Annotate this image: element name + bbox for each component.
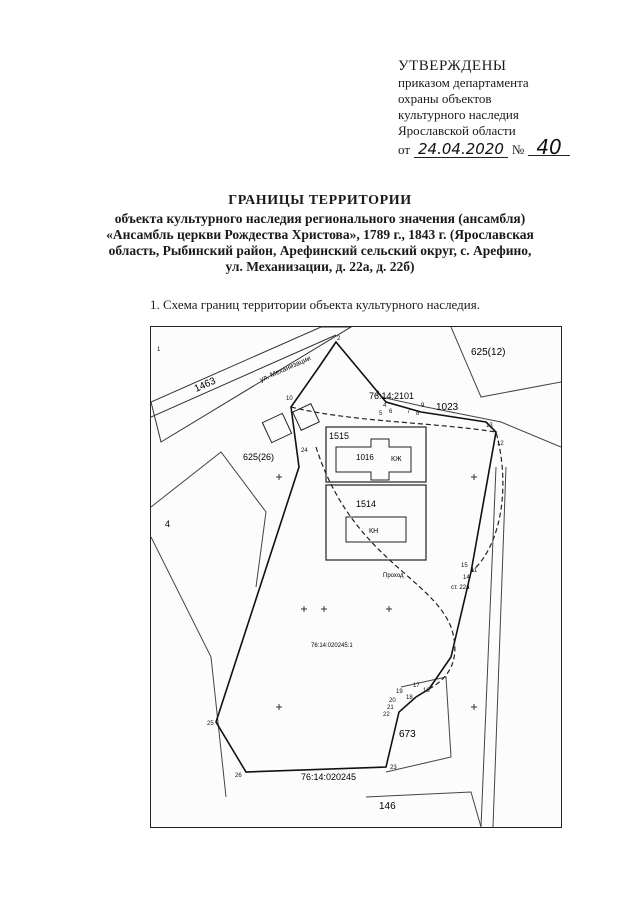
parcel-label: 1514 bbox=[356, 499, 376, 509]
point-label: 13 bbox=[486, 423, 493, 429]
church-parcel-1514 bbox=[325, 484, 427, 561]
road-line bbox=[480, 466, 497, 827]
parcel-label: 1016 bbox=[356, 453, 374, 462]
point-label: 25 bbox=[207, 721, 214, 727]
point-label: 7 bbox=[407, 409, 411, 415]
point-label: 3 bbox=[376, 391, 380, 397]
parcel-label: 1515 bbox=[329, 431, 349, 441]
point-label: 23 bbox=[390, 765, 397, 771]
point-label: 24 bbox=[301, 448, 308, 454]
street-edge bbox=[151, 334, 337, 418]
approval-date-row: от 24.04.2020 № 40 bbox=[398, 137, 598, 158]
approval-line: приказом департамента bbox=[398, 75, 529, 90]
point-label: 15 bbox=[461, 563, 468, 569]
building-label: КЖ bbox=[391, 456, 402, 463]
boundary-points: 1 2 3 4 5 6 7 8 9 10 11 12 13 14 15 16 1… bbox=[157, 336, 504, 779]
road-line bbox=[492, 466, 507, 827]
grid-cross-markers bbox=[276, 474, 477, 710]
parcel-outline bbox=[385, 676, 452, 773]
point-label: 12 bbox=[497, 441, 504, 447]
chapel-building bbox=[345, 516, 407, 543]
church-parcel-1515 bbox=[325, 426, 427, 483]
point-label: 18 bbox=[406, 695, 413, 701]
misc-label: ст. 22а bbox=[451, 585, 470, 591]
point-label: 16 bbox=[423, 688, 430, 694]
handwritten-date: 24.04.2020 bbox=[414, 141, 508, 158]
approval-line: культурного наследия bbox=[398, 107, 519, 122]
heading-line: «Ансамбль церкви Рождества Христова», 17… bbox=[106, 227, 534, 242]
parcel-outline bbox=[380, 396, 561, 448]
point-label: 9 bbox=[421, 403, 425, 409]
approval-title: УТВЕРЖДЕНЫ bbox=[398, 58, 507, 74]
misc-label: Проход bbox=[383, 573, 404, 579]
handwritten-number: 40 bbox=[528, 137, 570, 157]
heading-line: ул. Механизации, д. 22а, д. 22б) bbox=[225, 259, 415, 274]
point-label: 4 bbox=[383, 403, 387, 409]
point-label: 11 bbox=[471, 568, 478, 574]
point-label: 2 bbox=[337, 336, 341, 342]
point-label: 10 bbox=[286, 396, 293, 402]
parcel-label: 1463 bbox=[193, 375, 218, 394]
parcel-label: 1023 bbox=[436, 402, 459, 413]
parcel-label: 625(12) bbox=[471, 347, 505, 358]
parcel-label: 673 bbox=[399, 729, 416, 740]
church-building bbox=[335, 438, 412, 481]
heading-line: объекта культурного наследия регионально… bbox=[114, 211, 526, 226]
street-band bbox=[151, 327, 352, 443]
point-label: 5 bbox=[379, 411, 383, 417]
date-prefix: от bbox=[398, 142, 411, 157]
territory-boundary bbox=[215, 340, 497, 773]
territory-map: 625(12) 76:14:2101 1023 1515 1016 625(26… bbox=[150, 326, 562, 828]
map-drawing: 625(12) 76:14:2101 1023 1515 1016 625(26… bbox=[151, 327, 561, 827]
point-label: 6 bbox=[389, 409, 393, 415]
approval-line: охраны объектов bbox=[398, 91, 492, 106]
parcel-label: 76:14:020245 bbox=[301, 772, 356, 782]
point-label: 17 bbox=[413, 683, 420, 689]
approval-line: Ярославской области bbox=[398, 123, 516, 138]
point-label: 20 bbox=[389, 698, 396, 704]
point-label: 26 bbox=[235, 773, 242, 779]
parcel-outline bbox=[365, 791, 482, 827]
parcel-outline bbox=[151, 536, 227, 798]
point-label: 19 bbox=[396, 689, 403, 695]
section-caption: 1. Схема границ территории объекта культ… bbox=[150, 297, 480, 312]
approval-block: УТВЕРЖДЕНЫ приказом департамента охраны … bbox=[398, 58, 598, 158]
parcel-label: 146 bbox=[379, 801, 396, 812]
small-building bbox=[261, 412, 293, 444]
document-heading: ГРАНИЦЫ ТЕРРИТОРИИ объекта культурного н… bbox=[80, 193, 560, 275]
point-label: 1 bbox=[157, 347, 161, 353]
object-boundary-dashed bbox=[290, 406, 504, 690]
parcel-outline bbox=[151, 451, 267, 588]
parcel-outline bbox=[450, 327, 561, 398]
parcel-label: 76:14:020245:1 bbox=[311, 643, 353, 649]
point-label: 21 bbox=[387, 705, 394, 711]
small-building bbox=[292, 403, 320, 431]
point-label: 22 bbox=[383, 712, 390, 718]
parcel-label: 625(26) bbox=[243, 452, 274, 462]
street-label: ул. Механизации bbox=[259, 355, 312, 384]
heading-title: ГРАНИЦЫ ТЕРРИТОРИИ bbox=[228, 193, 412, 208]
point-label: 8 bbox=[416, 411, 420, 417]
building-label: КН bbox=[369, 528, 378, 535]
point-label: 14 bbox=[463, 575, 470, 581]
parcel-label: 76:14:2101 bbox=[369, 391, 414, 401]
number-prefix: № bbox=[511, 142, 525, 157]
misc-label: 4 bbox=[165, 519, 170, 529]
heading-line: область, Рыбинский район, Арефинский сел… bbox=[108, 243, 532, 258]
